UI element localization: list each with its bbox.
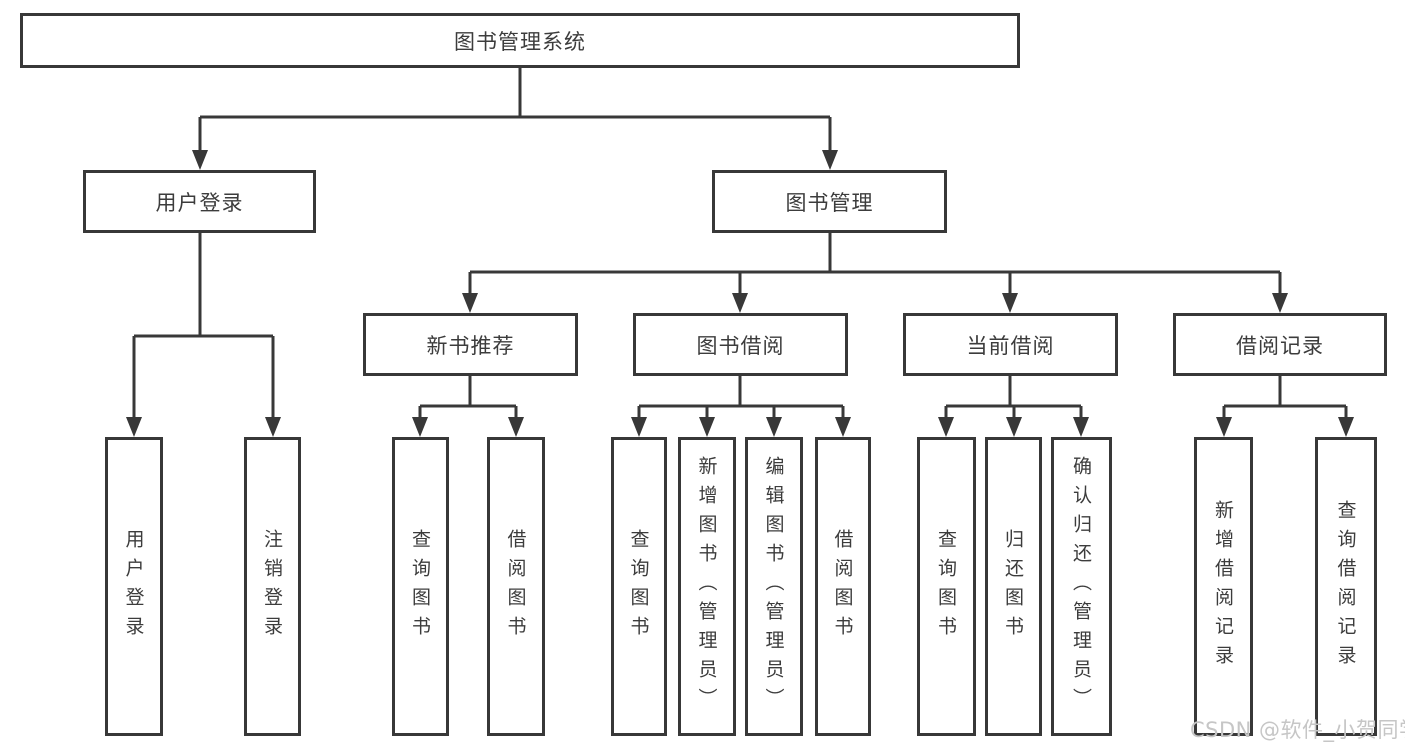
leaf-borrow-books-recommend: 借阅图书 bbox=[487, 437, 545, 736]
node-label: 查询图书 bbox=[627, 528, 650, 645]
node-label: 查询图书 bbox=[935, 528, 957, 645]
node-label: 用户登录 bbox=[122, 528, 145, 645]
node-book-management: 图书管理 bbox=[712, 170, 947, 233]
leaf-query-books-current: 查询图书 bbox=[917, 437, 976, 736]
node-new-book-recommend: 新书推荐 bbox=[363, 313, 578, 376]
node-label: 当前借阅 bbox=[966, 333, 1055, 358]
node-label: 图书管理 bbox=[785, 190, 874, 215]
leaf-query-books-borrow: 查询图书 bbox=[611, 437, 667, 736]
leaf-query-books-recommend: 查询图书 bbox=[392, 437, 449, 736]
leaf-logout: 注销登录 bbox=[244, 437, 301, 736]
node-label: 编辑图书（管理员） bbox=[762, 456, 785, 717]
leaf-edit-books-admin: 编辑图书（管理员） bbox=[745, 437, 803, 736]
node-label: 查询图书 bbox=[409, 528, 431, 645]
node-label: 用户登录 bbox=[155, 190, 244, 215]
leaf-add-books-admin: 新增图书（管理员） bbox=[678, 437, 736, 736]
node-label: 注销登录 bbox=[261, 528, 283, 645]
node-borrow-records: 借阅记录 bbox=[1173, 313, 1387, 376]
node-root-library-management-system: 图书管理系统 bbox=[20, 13, 1020, 68]
node-label: 查询借阅记录 bbox=[1334, 499, 1357, 674]
node-label: 借阅图书 bbox=[504, 528, 527, 645]
node-current-borrow: 当前借阅 bbox=[903, 313, 1118, 376]
node-label: 归还图书 bbox=[1002, 528, 1024, 645]
node-label: 确认归还（管理员） bbox=[1070, 456, 1092, 717]
node-label: 图书管理系统 bbox=[454, 29, 586, 54]
leaf-query-borrow-record: 查询借阅记录 bbox=[1315, 437, 1377, 736]
node-label: 新增借阅记录 bbox=[1212, 499, 1234, 674]
csdn-watermark: CSDN @软件_小贺同学 bbox=[1190, 718, 1405, 742]
node-label: 借阅记录 bbox=[1236, 333, 1324, 358]
leaf-user-login: 用户登录 bbox=[105, 437, 163, 736]
node-book-borrow: 图书借阅 bbox=[633, 313, 848, 376]
node-label: 图书借阅 bbox=[696, 333, 785, 358]
leaf-add-borrow-record: 新增借阅记录 bbox=[1194, 437, 1253, 736]
node-label: 新书推荐 bbox=[426, 333, 515, 358]
leaf-return-books: 归还图书 bbox=[985, 437, 1042, 736]
node-label: 借阅图书 bbox=[831, 528, 854, 645]
node-label: 新增图书（管理员） bbox=[695, 456, 718, 717]
leaf-confirm-return-admin: 确认归还（管理员） bbox=[1051, 437, 1112, 736]
node-user-login: 用户登录 bbox=[83, 170, 316, 233]
leaf-borrow-books: 借阅图书 bbox=[815, 437, 871, 736]
